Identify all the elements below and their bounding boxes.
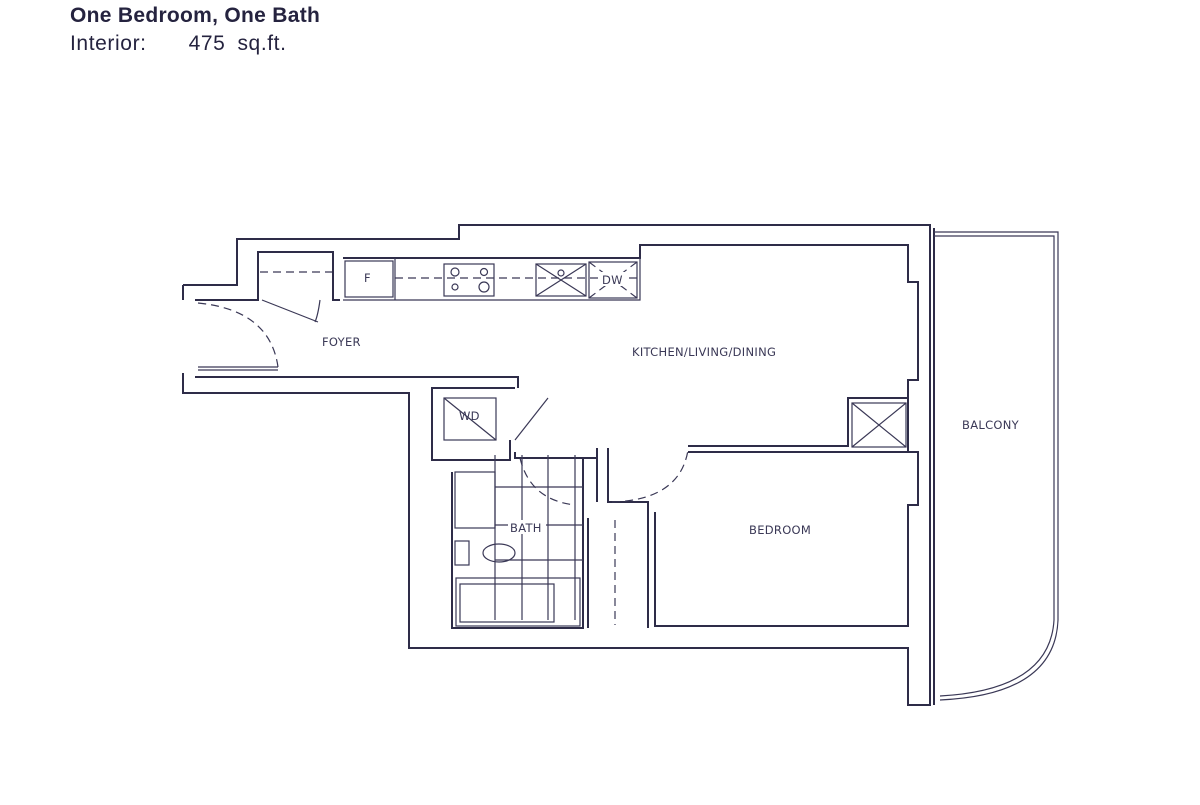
fridge	[344, 260, 394, 298]
closet-door	[261, 299, 321, 323]
counter-front	[343, 258, 641, 301]
room-label-bedroom: BEDROOM	[749, 523, 811, 537]
washer-dryer	[443, 397, 497, 441]
window-wall	[929, 228, 935, 705]
room-label-balcony: BALCONY	[962, 418, 1020, 432]
interior-value: 475	[188, 32, 226, 55]
bedroom-wall	[654, 397, 919, 627]
cooktop-icon	[443, 263, 495, 297]
wd-door	[514, 397, 549, 441]
room-label-foyer: FOYER	[322, 335, 361, 349]
wd-label: WD	[459, 409, 480, 423]
bedroom-closet	[587, 448, 649, 628]
outer-wall	[182, 224, 931, 706]
bath-tiles	[494, 455, 583, 620]
room-label-bath: BATH	[510, 521, 542, 535]
vanity-sink	[454, 471, 496, 529]
interior-unit: sq.ft.	[237, 32, 287, 55]
dishwasher-label: DW	[602, 273, 623, 287]
bathtub	[455, 577, 581, 627]
kitchen-counter	[343, 244, 919, 398]
interior-area: Interior: 475 sq.ft.	[70, 32, 287, 56]
toilet-icon	[482, 543, 516, 563]
wd-closet-wall	[431, 387, 515, 461]
bedroom-door-swing	[611, 449, 689, 503]
entry-door-leaf	[198, 366, 278, 371]
fridge-label: F	[364, 271, 371, 285]
bath-wall	[451, 452, 597, 629]
interior-label: Interior:	[70, 32, 147, 55]
foyer-wall	[195, 251, 340, 301]
corridor-wall	[195, 376, 519, 388]
sink-icon	[535, 263, 587, 297]
bath-door-swing	[519, 457, 576, 506]
entry-door-swing	[197, 302, 279, 368]
balcony-outline	[934, 231, 1059, 701]
room-label-kitchen: KITCHEN/LIVING/DINING	[632, 345, 776, 359]
unit-type-title: One Bedroom, One Bath	[70, 4, 321, 27]
shaft	[851, 402, 907, 448]
